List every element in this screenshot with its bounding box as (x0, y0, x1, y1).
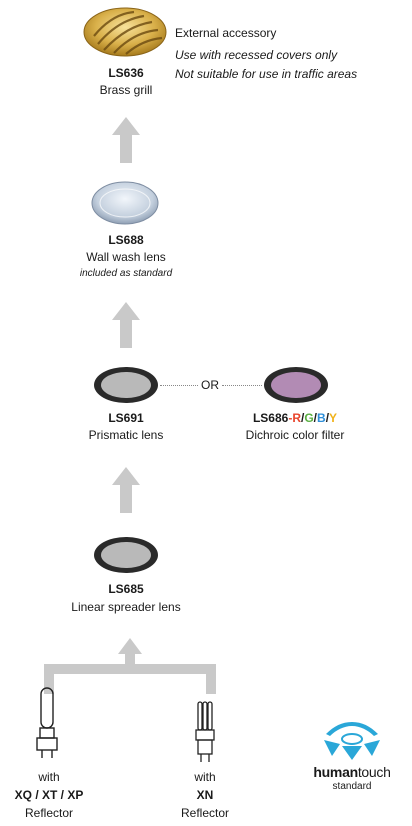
humantouch-logo-subtitle: standard (332, 781, 372, 792)
lamp-right-type: XN (196, 788, 214, 802)
logo-touch: touch (357, 764, 391, 780)
xq-lamp-image (36, 687, 58, 758)
prismatic-lens-name: Prismatic lens (88, 428, 164, 442)
wall-wash-lens-code: LS688 (108, 233, 144, 247)
xn-lamp-image (195, 701, 215, 762)
dichroic-filter-code: LS686-R/G/B/Y (253, 411, 337, 425)
lamp-left-type: XQ / XT / XP (14, 788, 84, 802)
brass-grill-image (83, 7, 167, 57)
linear-spreader-lens-code: LS685 (108, 582, 144, 596)
linear-spreader-lens-name: Linear spreader lens (71, 600, 181, 614)
dichroic-code-slash: / (325, 411, 330, 425)
merge-arrow-icon (44, 638, 216, 694)
brass-grill-code: LS636 (108, 66, 144, 80)
lamp-left-with: with (38, 770, 60, 784)
or-connector-line (160, 385, 198, 386)
dichroic-code-dash: - (288, 411, 293, 425)
up-arrow-icon (112, 302, 140, 348)
or-connector-line (222, 385, 262, 386)
prismatic-lens-code: LS691 (108, 411, 144, 425)
dichroic-code-slash: / (313, 411, 318, 425)
brass-grill-note-line2: Not suitable for use in traffic areas (175, 67, 358, 81)
humantouch-logo-text: humantouch (313, 764, 390, 780)
dichroic-code-r: R (292, 411, 301, 425)
wall-wash-lens-name: Wall wash lens (86, 250, 166, 264)
dichroic-filter-name: Dichroic color filter (245, 428, 345, 442)
linear-spreader-lens-image (94, 537, 158, 573)
humantouch-logo-icon (324, 722, 380, 760)
wall-wash-lens-note: included as standard (79, 268, 173, 279)
brass-grill-name: Brass grill (99, 83, 153, 97)
up-arrow-icon (112, 467, 140, 513)
up-arrow-icon (112, 117, 140, 163)
dichroic-filter-image (264, 367, 328, 403)
brass-grill-note-line1: Use with recessed covers only (175, 48, 338, 62)
dichroic-code-slash: / (300, 411, 305, 425)
lamp-left-suffix: Reflector (24, 806, 74, 820)
dichroic-code-y: Y (329, 411, 338, 425)
lamp-right-with: with (194, 770, 216, 784)
or-label: OR (201, 378, 219, 392)
lamp-right-suffix: Reflector (180, 806, 230, 820)
brass-grill-note-title: External accessory (175, 26, 277, 40)
logo-human: human (313, 764, 358, 780)
dichroic-code-g: G (304, 411, 314, 425)
dichroic-code-base: LS686 (252, 411, 289, 425)
prismatic-lens-image (94, 367, 158, 403)
wall-wash-lens-image (91, 181, 159, 225)
dichroic-code-b: B (317, 411, 326, 425)
